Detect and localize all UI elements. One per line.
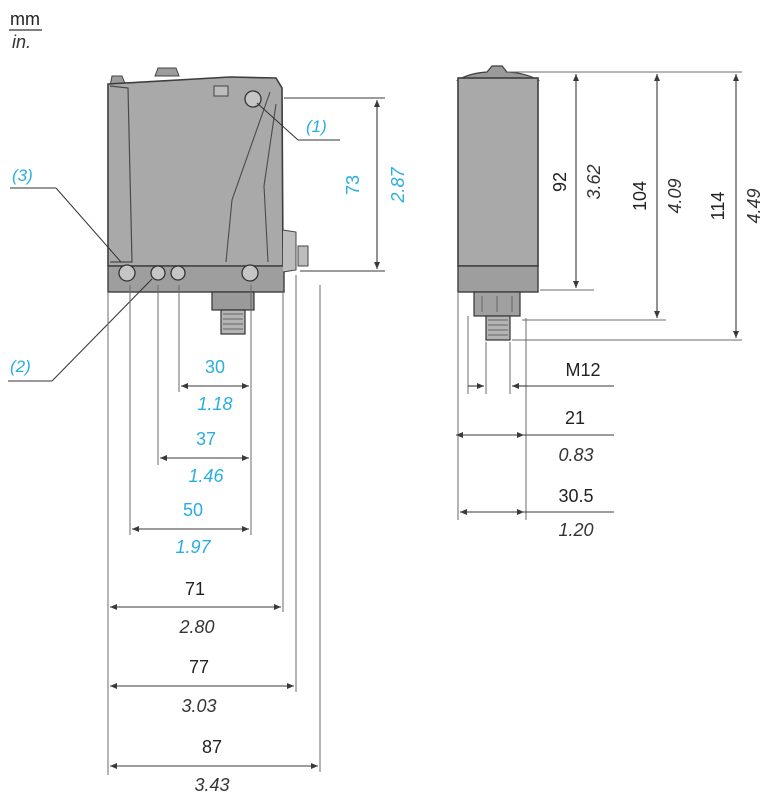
front-mount-hole-2a (150, 265, 166, 281)
units-label: mm in. (9, 9, 42, 52)
front-side-gland (282, 229, 297, 273)
dim-30-5-in: 1.20 (558, 520, 593, 540)
dim-m12-label: M12 (565, 360, 600, 380)
side-extension-lines (457, 71, 742, 520)
front-connector-nut (211, 291, 255, 311)
front-mount-hole-3 (118, 264, 136, 282)
dim-front-height (284, 97, 385, 272)
callout-3-label: (3) (12, 166, 33, 185)
dim-104-mm: 104 (630, 181, 650, 211)
dim-114-mm: 114 (708, 192, 728, 221)
dim-87-mm: 87 (202, 737, 222, 757)
dim-77-in: 3.03 (181, 696, 216, 716)
callout-3: (3) (10, 166, 122, 263)
unit-inch: in. (12, 32, 31, 52)
unit-mm: mm (10, 9, 40, 29)
front-mount-hole-4 (241, 264, 259, 282)
front-side-terminal (297, 245, 309, 267)
dim-21-mm: 21 (565, 408, 585, 428)
callout-1-label: (1) (306, 117, 327, 136)
dim-92-mm: 92 (550, 172, 570, 192)
front-top-clip-mid (154, 67, 180, 77)
front-mount-hole-2b (170, 265, 186, 281)
front-view (107, 67, 309, 335)
side-base-plate (457, 265, 539, 293)
dim-77-mm: 77 (189, 657, 209, 677)
dim-50-mm: 50 (183, 500, 203, 520)
dim-73-in: 2.87 (388, 167, 408, 204)
side-view (455, 65, 541, 341)
front-thread-lines (223, 313, 243, 330)
dim-21-in: 0.83 (558, 445, 593, 465)
side-top-cap (455, 65, 541, 81)
callout-2-label: (2) (10, 357, 31, 376)
dim-30-in: 1.18 (197, 394, 232, 414)
callout-2: (2) (8, 278, 153, 382)
front-extension-lines (107, 275, 321, 775)
dim-50-in: 1.97 (175, 537, 211, 557)
front-diagonal-edge (225, 91, 271, 263)
callout-1: (1) (256, 102, 340, 141)
dim-30-mm: 30 (205, 357, 225, 377)
dim-37-in: 1.46 (188, 466, 224, 486)
dim-92-in: 3.62 (584, 164, 604, 199)
side-housing (457, 77, 539, 267)
dim-104-in: 4.09 (665, 178, 685, 213)
side-thread-lines (488, 319, 508, 336)
front-right-edge (263, 103, 277, 263)
dim-87-in: 3.43 (194, 775, 229, 795)
dim-114-in: 4.49 (744, 188, 764, 223)
dim-71-in: 2.80 (178, 617, 214, 637)
dim-30-5-mm: 30.5 (558, 486, 593, 506)
dim-71-mm: 71 (185, 579, 205, 599)
side-nut-facets (481, 296, 513, 312)
dim-37-mm: 37 (196, 429, 216, 449)
dim-73-mm: 73 (343, 175, 363, 195)
front-indicator-window (213, 85, 229, 97)
